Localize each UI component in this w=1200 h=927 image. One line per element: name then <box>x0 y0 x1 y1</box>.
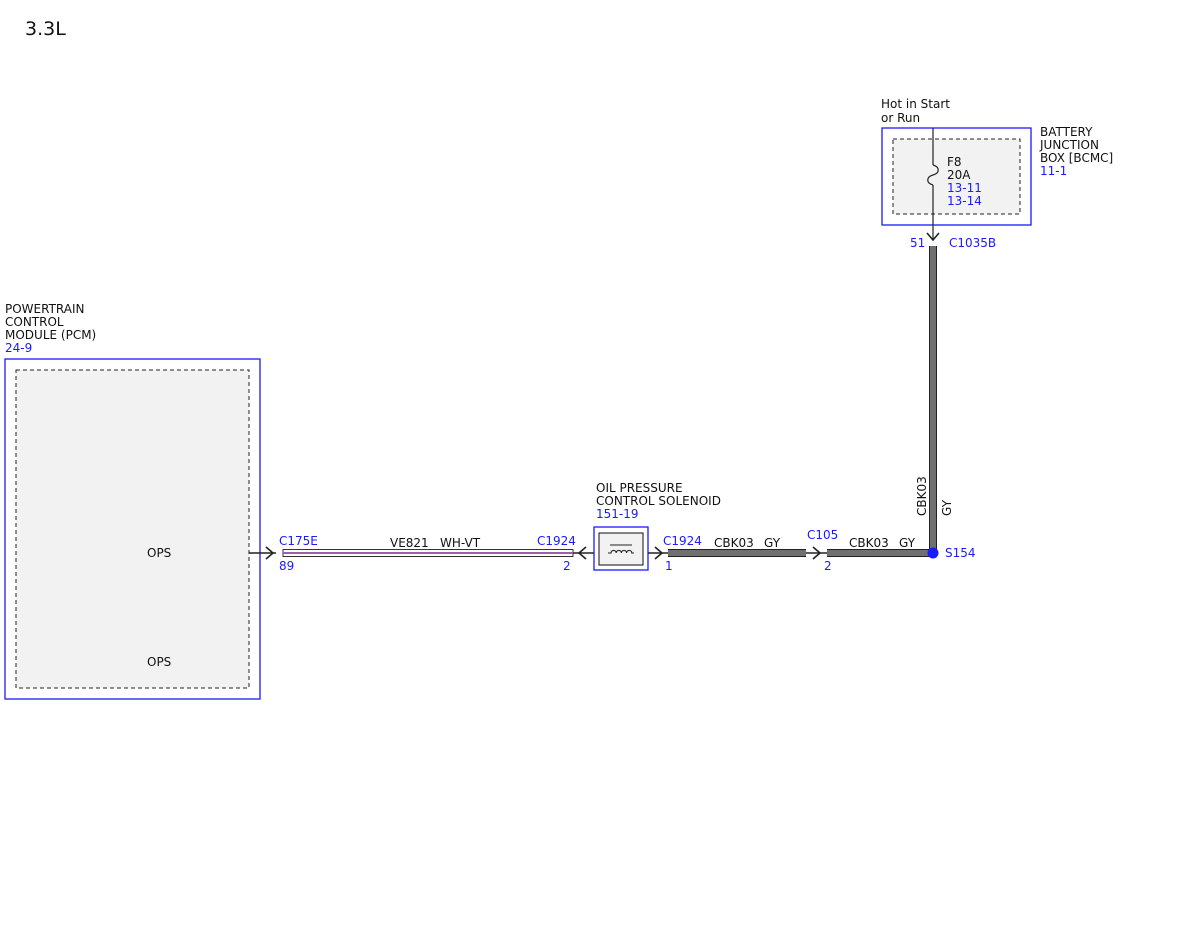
pcm-pin: 89 <box>279 559 294 573</box>
bjb-name-3: BOX [BCMC] <box>1040 151 1113 165</box>
connector-c175e-icon <box>265 546 275 560</box>
pcm-wire-color: WH-VT <box>440 536 481 550</box>
fuse-rating: 20A <box>947 168 971 182</box>
sol-wire-circuit: CBK03 <box>714 536 754 550</box>
pcm-connector[interactable]: C175E <box>279 534 318 548</box>
fuse-icon <box>927 164 939 186</box>
sol-right-pin: 1 <box>665 559 673 573</box>
pcm-ref[interactable]: 24-9 <box>5 341 32 355</box>
pcm-name-1: POWERTRAIN <box>5 302 85 316</box>
sol-wire-color: GY <box>764 536 781 550</box>
inline-connector[interactable]: C105 <box>807 528 838 542</box>
bjb-pin: 51 <box>910 236 925 250</box>
bjb-connector[interactable]: C1035B <box>949 236 996 250</box>
connector-c1035b-icon <box>926 232 940 242</box>
fuse-ref-1[interactable]: 13-11 <box>947 181 982 195</box>
connector-c105-icon <box>812 546 822 560</box>
solenoid-outer-box <box>593 526 649 571</box>
bjb-name-1: BATTERY <box>1040 125 1093 139</box>
bjb-name-2: JUNCTION <box>1039 138 1099 152</box>
sol-right-connector[interactable]: C1924 <box>663 534 702 548</box>
inline-pin: 2 <box>824 559 832 573</box>
splice-s154-dot[interactable] <box>927 547 939 559</box>
splice-wire-color: GY <box>899 536 916 550</box>
bjb-inner-box <box>892 138 1021 215</box>
sol-left-pin: 2 <box>563 559 571 573</box>
connector-c1924-left-icon <box>577 546 587 560</box>
power-source-label-2: or Run <box>881 111 920 125</box>
bjb-outer-box <box>881 127 1032 226</box>
power-source-label: Hot in Start <box>881 97 950 111</box>
pcm-pin-label-lower: OPS <box>147 655 171 669</box>
fuse-ref-2[interactable]: 13-14 <box>947 194 982 208</box>
vertical-wire-circuit: CBK03 <box>915 476 929 516</box>
solenoid-inner-box <box>598 532 644 566</box>
solenoid-name-1: OIL PRESSURE <box>596 481 683 495</box>
pcm-wire-circuit: VE821 <box>390 536 429 550</box>
pcm-pin-label-upper: OPS <box>147 546 171 560</box>
sol-left-connector[interactable]: C1924 <box>537 534 576 548</box>
bjb-ref[interactable]: 11-1 <box>1040 164 1067 178</box>
pcm-inner-box <box>15 369 250 689</box>
pcm-outer-box <box>4 358 261 700</box>
pcm-name-3: MODULE (PCM) <box>5 328 96 342</box>
solenoid-ref[interactable]: 151-19 <box>596 507 639 521</box>
connector-c1924-right-icon <box>654 546 664 560</box>
vertical-wire-color: GY <box>940 499 954 516</box>
splice-label[interactable]: S154 <box>945 546 976 560</box>
fuse-id: F8 <box>947 155 962 169</box>
solenoid-coil-icon <box>608 544 634 554</box>
pcm-name-2: CONTROL <box>5 315 64 329</box>
splice-wire-circuit: CBK03 <box>849 536 889 550</box>
solenoid-name-2: CONTROL SOLENOID <box>596 494 721 508</box>
engine-label: 3.3L <box>25 18 66 40</box>
